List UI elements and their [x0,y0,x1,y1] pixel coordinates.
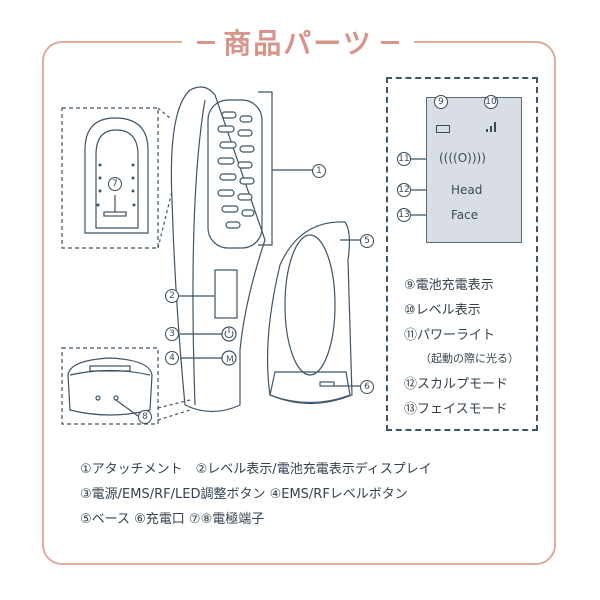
callout-7: 7 [108,177,122,191]
parts-list-line: ⑤ベース ⑥充電口 ⑦⑧電極端子 [80,512,265,527]
base-tray [269,371,351,404]
callout-4: 4 [165,351,179,365]
base-recess [284,234,336,376]
attachment-back-box [61,107,159,249]
lcd-screen [426,97,522,243]
title-dash-left [197,40,216,44]
callout-5: 5 [360,234,374,248]
callout-3: 3 [165,327,179,341]
legend-item: ⑬フェイスモード [404,402,508,417]
connector-bottom-2 [157,409,191,421]
battery-icon [436,125,450,133]
device-side-line [192,99,206,406]
legend-item: ⑫スカルプモード [404,377,509,392]
callout-12: 12 [397,183,411,197]
parts-list-line: ①アタッチメント ②レベル表示/電池充電表示ディスプレイ [80,462,432,477]
device-display [214,269,238,319]
title-dash-right [380,40,399,44]
parts-list-line: ③電源/EMS/RF/LED調整ボタン ④EMS/RFレベルボタン [80,487,408,502]
signal-bars-icon [486,122,498,132]
attachment-electrode-dots [96,163,136,207]
attachment-back-inner [95,129,139,229]
callout-1: 1 [312,164,326,178]
legend-item: ⑪パワーライト [404,328,496,343]
title: 商品パーツ [182,20,414,64]
attachment-back-outline [84,117,149,234]
power-light-symbol: ((((O)))) [439,151,486,165]
callout-9: 9 [434,95,448,109]
brush-pins [217,111,255,229]
callout-2: 2 [165,289,179,303]
display-detail-panel [386,77,538,431]
callout-13: 13 [397,208,411,222]
device-bottom-box [61,347,159,425]
charging-port [319,381,335,387]
callout-6: 6 [360,380,374,394]
leader-8 [115,399,139,417]
lcd-face-label: Face [451,208,479,222]
title-text: 商品パーツ [223,27,373,60]
bottom-slot [89,365,131,372]
mode-button-mark: M [226,355,234,365]
legend-subnote: （起動の際に光る） [420,352,519,365]
power-symbol [224,328,234,339]
legend-item: ⑨電池充電表示 [404,278,494,293]
electrode-plate [103,211,127,217]
callout-11: 11 [397,152,411,166]
device-body [170,86,266,413]
legend-item: ⑩レベル表示 [404,303,481,318]
brush-head [207,99,263,249]
attachment-bracket [258,91,273,246]
callout-10: 10 [484,95,498,109]
bottom-terminal-1 [95,395,101,401]
callout-8: 8 [138,410,152,424]
base-stand [266,221,353,405]
lcd-head-label: Head [451,183,483,197]
connector-top-1 [157,107,171,119]
